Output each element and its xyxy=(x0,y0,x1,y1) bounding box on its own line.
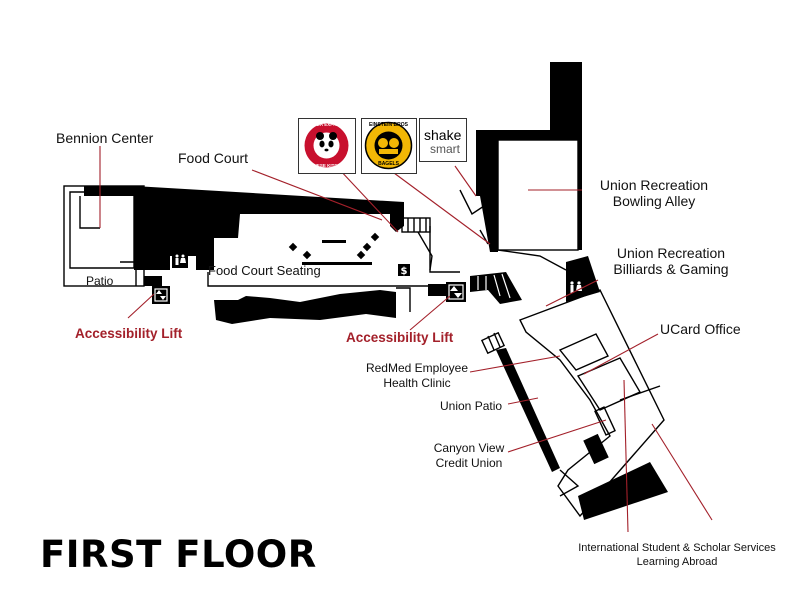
panda-top-text: PANDA EXPRESS xyxy=(307,122,346,127)
bowling-line2: Bowling Alley xyxy=(612,193,696,209)
redmed-line1: RedMed Employee xyxy=(365,361,469,375)
canyon-view-label: Canyon View Credit Union xyxy=(428,441,510,471)
union-patio-wall xyxy=(496,348,560,472)
food-court-label: Food Court xyxy=(178,150,249,166)
bennion-center-label: Bennion Center xyxy=(56,130,154,146)
panda-express-logo: PANDA EXPRESS CHINESE KITCHEN xyxy=(298,118,356,174)
elevator-icon xyxy=(446,282,466,302)
smart-text: smart xyxy=(430,142,460,156)
panda-bottom-text: CHINESE KITCHEN xyxy=(305,163,348,168)
billiards-line1: Union Recreation xyxy=(616,245,726,261)
ucard-office-label: UCard Office xyxy=(660,321,741,337)
bowling-alley-room xyxy=(497,139,579,251)
intl-line1: International Student & Scholar Services xyxy=(578,542,776,554)
einstein-top-text: EINSTEIN BROS xyxy=(369,122,408,128)
canyon-line2: Credit Union xyxy=(435,456,503,470)
billiards-label: Union Recreation Billiards & Gaming xyxy=(598,245,744,277)
accessibility-lift-center-label: Accessibility Lift xyxy=(346,330,454,345)
southeast-wing-block xyxy=(578,462,668,520)
food-court-wall xyxy=(134,186,404,270)
page-title: FIRST FLOOR xyxy=(40,533,317,576)
bowling-alley-block xyxy=(476,62,582,252)
food-court-seating-block xyxy=(214,290,396,324)
einstein-bottom-text: BAGELS xyxy=(378,161,399,167)
svg-text:$: $ xyxy=(401,266,408,277)
union-patio-label: Union Patio xyxy=(440,399,503,413)
billiards-line2: Billiards & Gaming xyxy=(613,261,729,277)
atm-icon: $ xyxy=(398,264,410,277)
leader-lines xyxy=(99,146,713,533)
restroom-icon xyxy=(566,278,584,296)
intl-line2: Learning Abroad xyxy=(636,556,718,568)
shake-smart-logo: shake smart xyxy=(419,118,467,162)
panda-express-emblem xyxy=(304,123,349,168)
elevator-icon xyxy=(144,276,170,304)
center-stairs xyxy=(428,272,522,304)
central-lobby xyxy=(417,189,567,273)
patio-stairs xyxy=(480,331,506,355)
southeast-wing xyxy=(519,289,665,518)
bowling-line1: Union Recreation xyxy=(599,177,709,193)
bennion-center-block xyxy=(84,186,134,196)
canyon-stairs xyxy=(583,433,609,465)
bowling-alley-label: Union Recreation Bowling Alley xyxy=(584,177,724,209)
einstein-bros-logo: EINSTEIN BROS BAGELS xyxy=(361,118,417,174)
shake-text: shake xyxy=(424,127,462,143)
redmed-label: RedMed Employee Health Clinic xyxy=(364,361,470,391)
canyon-counter xyxy=(594,406,616,436)
einstein-bros-emblem xyxy=(364,121,413,170)
restroom-icon xyxy=(172,252,188,268)
redmed-line2: Health Clinic xyxy=(383,376,451,390)
food-court-seating-label: Food Court Seating xyxy=(208,263,321,278)
food-court-fixtures xyxy=(288,232,380,265)
accessibility-lift-left-label: Accessibility Lift xyxy=(75,326,183,341)
international-student-label: International Student & Scholar Services… xyxy=(566,541,788,569)
stairs-icon xyxy=(401,217,431,233)
patio-label: Patio xyxy=(86,274,114,288)
canyon-line1: Canyon View xyxy=(433,441,505,455)
